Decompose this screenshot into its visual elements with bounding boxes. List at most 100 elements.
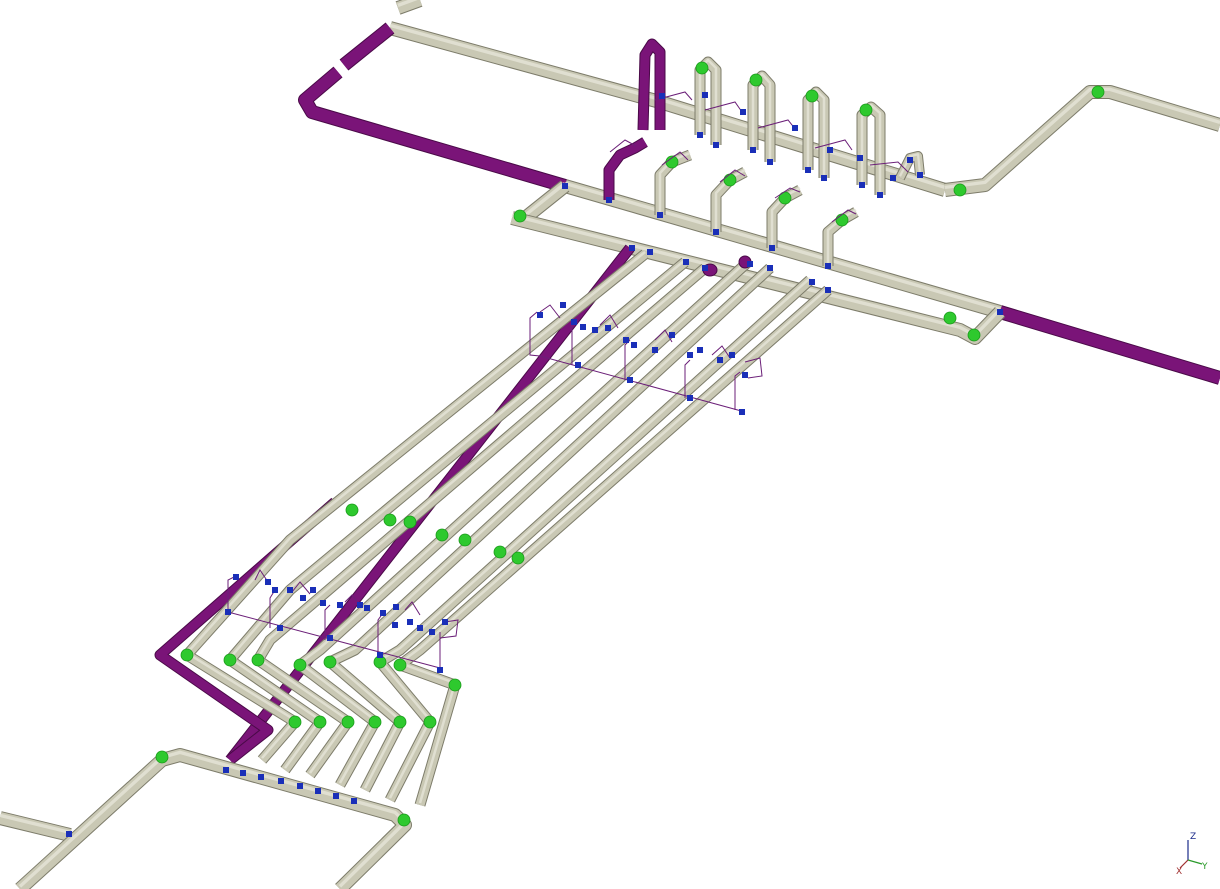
node-marker[interactable] (407, 619, 413, 625)
node-marker[interactable] (225, 609, 231, 615)
node-marker[interactable] (683, 259, 689, 265)
node-marker[interactable] (380, 610, 386, 616)
node-marker[interactable] (857, 155, 863, 161)
pipe-run[interactable] (694, 56, 722, 145)
node-marker[interactable] (647, 249, 653, 255)
node-marker[interactable] (742, 372, 748, 378)
node-marker[interactable] (240, 770, 246, 776)
node-marker[interactable] (272, 587, 278, 593)
pipe-run-purple[interactable] (603, 137, 648, 200)
node-marker[interactable] (729, 352, 735, 358)
node-marker[interactable] (310, 587, 316, 593)
node-marker[interactable] (364, 605, 370, 611)
node-marker[interactable] (767, 265, 773, 271)
node-marker[interactable] (702, 92, 708, 98)
node-marker[interactable] (827, 147, 833, 153)
node-marker[interactable] (333, 793, 339, 799)
node-marker[interactable] (750, 147, 756, 153)
node-marker[interactable] (997, 309, 1003, 315)
node-marker[interactable] (233, 574, 239, 580)
pipe-run[interactable] (0, 811, 72, 842)
node-marker[interactable] (717, 357, 723, 363)
node-marker[interactable] (821, 175, 827, 181)
node-marker[interactable] (825, 287, 831, 293)
node-marker[interactable] (562, 183, 568, 189)
pipe-run[interactable] (395, 0, 423, 15)
node-marker[interactable] (357, 602, 363, 608)
pipe-run[interactable] (944, 85, 1220, 197)
node-marker[interactable] (687, 352, 693, 358)
node-marker[interactable] (825, 263, 831, 269)
node-marker[interactable] (697, 347, 703, 353)
pipe-run[interactable] (520, 180, 570, 224)
node-marker[interactable] (580, 324, 586, 330)
node-marker[interactable] (809, 279, 815, 285)
node-marker[interactable] (278, 778, 284, 784)
pipe-run[interactable] (563, 179, 1002, 319)
node-marker[interactable] (740, 109, 746, 115)
node-marker[interactable] (575, 362, 581, 368)
pipe-run[interactable] (654, 149, 692, 215)
pipe-run-purple[interactable] (339, 22, 395, 71)
pipe-run[interactable] (856, 101, 886, 195)
node-marker[interactable] (917, 172, 923, 178)
node-marker[interactable] (315, 788, 321, 794)
node-marker[interactable] (659, 93, 665, 99)
pipe-run-purple[interactable] (637, 38, 666, 131)
node-marker[interactable] (606, 197, 612, 203)
node-marker[interactable] (907, 157, 913, 163)
node-marker[interactable] (393, 604, 399, 610)
node-marker[interactable] (560, 302, 566, 308)
node-marker[interactable] (702, 265, 708, 271)
node-marker[interactable] (537, 312, 543, 318)
pipe-run[interactable] (766, 185, 803, 248)
node-marker[interactable] (792, 125, 798, 131)
pipe-run[interactable] (15, 748, 412, 889)
pipe-run[interactable] (895, 151, 925, 181)
node-marker[interactable] (877, 192, 883, 198)
node-marker[interactable] (223, 767, 229, 773)
node-marker[interactable] (605, 325, 611, 331)
node-marker[interactable] (287, 587, 293, 593)
pipe-run[interactable] (747, 70, 776, 162)
pipe-run[interactable] (710, 167, 748, 232)
node-marker[interactable] (767, 159, 773, 165)
node-markers[interactable] (66, 92, 1003, 837)
node-marker[interactable] (713, 142, 719, 148)
pipe-run[interactable] (252, 263, 709, 779)
node-marker[interactable] (392, 622, 398, 628)
node-marker[interactable] (417, 625, 423, 631)
node-marker[interactable] (669, 332, 675, 338)
node-marker[interactable] (769, 245, 775, 251)
pipe-run-purple[interactable] (997, 305, 1220, 385)
node-marker[interactable] (627, 377, 633, 383)
node-marker[interactable] (890, 175, 896, 181)
node-marker[interactable] (859, 182, 865, 188)
node-marker[interactable] (631, 342, 637, 348)
node-marker[interactable] (297, 783, 303, 789)
node-marker[interactable] (429, 629, 435, 635)
node-marker[interactable] (652, 347, 658, 353)
node-marker[interactable] (571, 319, 577, 325)
node-marker[interactable] (66, 831, 72, 837)
pipe-run-purple[interactable] (298, 66, 567, 193)
node-marker[interactable] (327, 635, 333, 641)
node-marker[interactable] (277, 625, 283, 631)
node-marker[interactable] (713, 229, 719, 235)
pipe-run[interactable] (822, 207, 859, 266)
node-marker[interactable] (623, 337, 629, 343)
node-marker[interactable] (442, 619, 448, 625)
node-marker[interactable] (337, 602, 343, 608)
node-marker[interactable] (805, 167, 811, 173)
node-marker[interactable] (697, 132, 703, 138)
node-marker[interactable] (437, 667, 443, 673)
node-marker[interactable] (320, 600, 326, 606)
pipe-run[interactable] (802, 86, 830, 178)
node-marker[interactable] (265, 579, 271, 585)
node-marker[interactable] (687, 395, 693, 401)
node-marker[interactable] (629, 245, 635, 251)
node-marker[interactable] (377, 652, 383, 658)
pipe-run-purple[interactable] (154, 497, 339, 765)
